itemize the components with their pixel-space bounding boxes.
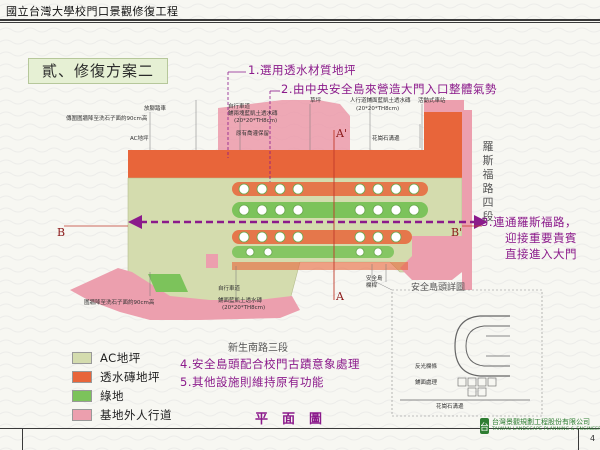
legend-swatch-paving [72,370,92,383]
label-bike-lane-top: 自行車道 [228,104,251,110]
label-ac-floor: AC地坪 [130,136,149,142]
legend-label: 綠地 [100,388,124,403]
detail-pavers [457,377,497,397]
lower-sidewalk-strip [400,236,462,280]
legend-label: AC地坪 [100,350,141,365]
callout-lines [149,100,423,300]
label-paving-top: 鋪兩塊藍凱土透水磚 [228,111,278,117]
legend-item: 基地外人行道 [72,405,172,424]
label-detail-reflect: 反光欄條 [415,364,438,370]
right-sidewalk-strip [462,110,472,290]
header-title: 國立台灣大學校門口景觀修復工程 [6,5,179,18]
logo-subtitle: TAIWAN LANDSCAPE PLANNING & ENGINEERING … [492,427,600,432]
detail-leader [371,279,393,291]
road-xinsheng-label: 新生南路三段 [228,343,288,354]
note-1: 1.選用透水材質地坪 [248,63,356,77]
top-paving-band [128,150,462,178]
detail-island-head-inner [465,325,510,367]
company-logo: 台 台灣景觀規劃工程股份有限公司 TAIWAN LANDSCAPE PLANNI… [480,417,600,435]
legend-swatch-green [72,389,92,402]
legend-label: 基地外人行道 [100,407,172,422]
label-sidewalk-size-top: (20*20*TH8cm) [356,106,400,112]
legend-swatch-sidewalk [72,408,92,421]
lower-left-sidewalk [70,268,300,320]
label-keep-tree: 原有喬灌保留 [236,131,270,137]
note-5: 5.其他設施則維持原有功能 [180,375,324,389]
axis-a-label: A [336,290,344,303]
legend: AC地坪 透水磚地坪 綠地 基地外人行道 [72,348,172,424]
left-green-wedge [148,274,188,292]
central-ac-strip [232,220,428,228]
logo-name: 台灣景觀規劃工程股份有限公司 [492,418,591,426]
logo-text: 台灣景觀規劃工程股份有限公司 TAIWAN LANDSCAPE PLANNING… [492,418,600,434]
arrow-right-head [474,215,488,229]
label-fence-top: 傳圍圍牆降至洗石子面約90cm高 [66,116,148,122]
detail-title: 安全島頭詳圖 [411,283,466,293]
right-paving-block [424,110,462,176]
note-4: 4.安全島頭配合校門古蹟意象處理 [180,357,360,371]
plan-title: 平面圖 [255,408,337,429]
axis-a-prime-label: A' [336,127,347,140]
detail-island-head [454,315,510,377]
page-number: 4 [590,434,596,443]
label-sidewalk-top: 人行道鋪面藍凱土透水磚 [350,98,411,104]
section-title: 貳、修復方案二 [28,58,168,84]
detail-inset-frame [391,289,543,417]
label-bike-lane-bottom: 自行車道 [218,286,241,292]
label-paving-bottom: 鋪面藍凱土透水磚 [218,298,263,304]
lower-right-orange [232,262,408,270]
label-detail-pave: 鋪面處理 [415,380,438,386]
label-bike-rack: 放腳踏車 [144,106,167,112]
label-paving-size-bottom: (20*20*TH8cm) [222,305,266,311]
legend-swatch-ac [72,351,92,364]
label-island: 安全島 [366,276,383,282]
legend-item: 透水磚地坪 [72,367,172,386]
label-lawn: 草坪 [310,98,322,104]
top-sidewalk-wedge [218,100,350,150]
legend-item: AC地坪 [72,348,172,367]
island-trees [238,183,420,257]
footer-divider [0,428,600,429]
label-paving-size-top: (20*20*TH8cm) [234,118,278,124]
legend-label: 透水磚地坪 [100,369,160,384]
label-activity-station: 活動式車站 [418,98,446,104]
legend-item: 綠地 [72,386,172,405]
footer-divider-right [578,428,579,450]
logo-mark-icon: 台 [480,418,490,434]
label-island-head: 欄桿 [366,283,378,289]
small-pink-block [206,254,218,268]
label-granite-curb: 花崗石溝邊 [372,136,400,142]
label-fence-bottom: 圍牆降至洗石子面約90cm高 [84,300,155,306]
footer-divider-left [22,428,23,450]
note-2: 2.由中央安全島來營造大門入口整體氣勢 [281,82,497,96]
lower-green-island [232,246,394,258]
arrow-left-head [128,215,142,229]
header-divider [0,19,600,21]
label-detail-curb: 花崗石溝邊 [436,404,464,410]
axis-b-prime-label: B' [451,226,463,239]
note-3: 3.連通羅斯福路， 迎接重要貴賓 直接進入大門 [481,215,577,261]
top-right-sidewalk [424,100,464,112]
axis-b-label: B [57,226,66,239]
road-roosevelt-label: 羅 斯 福 路 四 段 [482,140,494,223]
header-divider-thin [0,22,600,23]
